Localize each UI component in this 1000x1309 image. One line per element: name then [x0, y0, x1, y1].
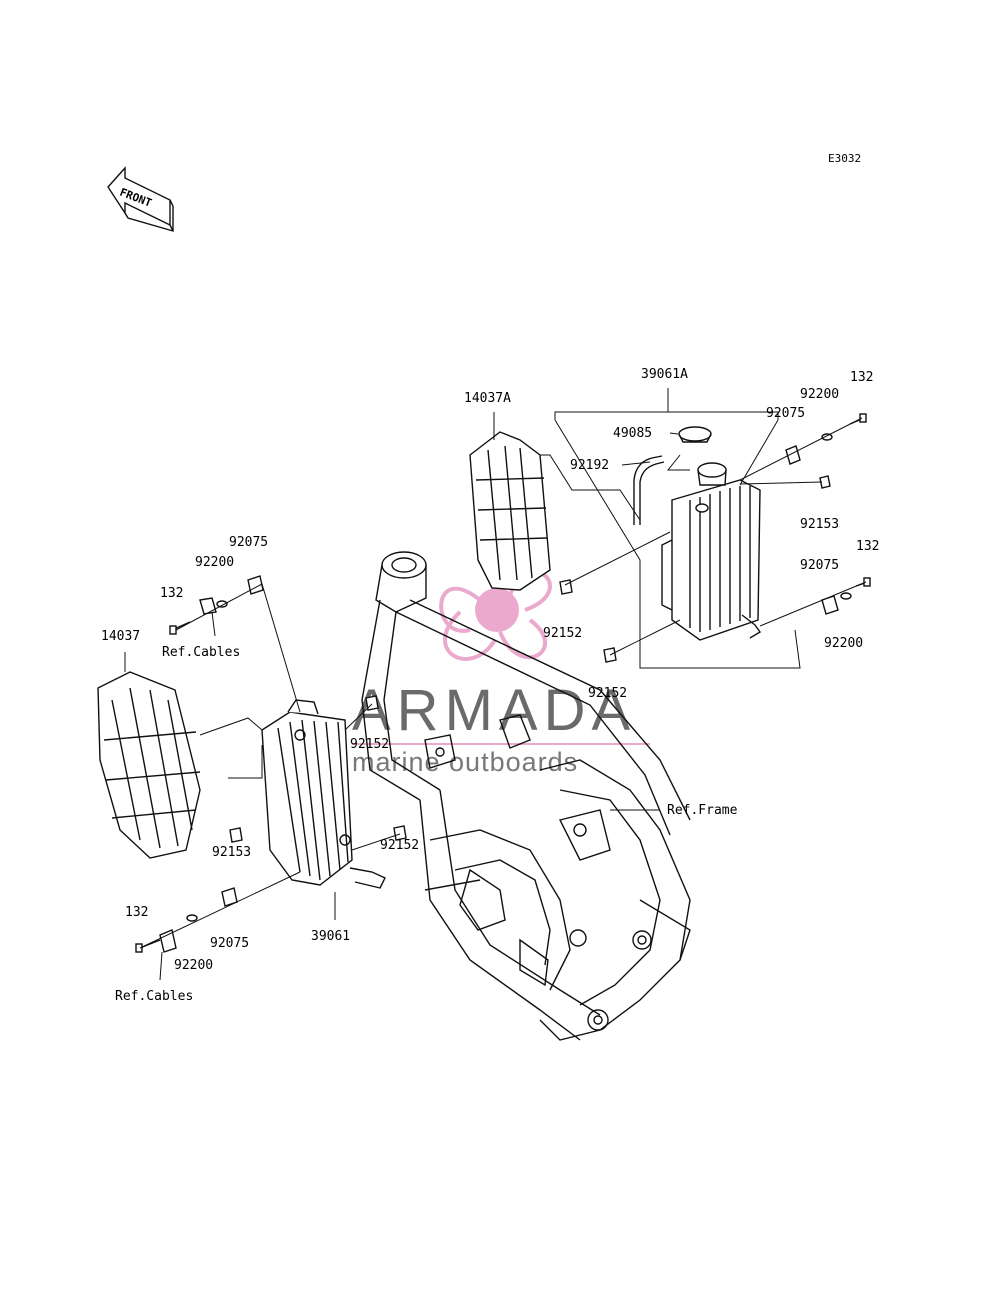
ref-frame: Ref.Frame	[667, 803, 738, 818]
label-92152-center-2: 92152	[588, 686, 627, 701]
frame	[361, 551, 691, 1041]
label-49085: 49085	[613, 426, 652, 441]
ref-cables-bottom: Ref.Cables	[115, 989, 193, 1004]
label-92075-right: 92075	[800, 558, 839, 573]
radiator-left	[261, 699, 386, 889]
radiator-guard-left	[97, 671, 201, 859]
diagram-code: E3032	[828, 152, 861, 165]
label-92152-center-1: 92152	[543, 626, 582, 641]
label-92152-left-1: 92152	[350, 737, 389, 752]
label-132-bottom-left: 132	[125, 905, 148, 920]
radiator-guard-right	[469, 431, 551, 591]
overflow-hose	[633, 455, 663, 525]
label-92200-right: 92200	[824, 636, 863, 651]
watermark-title: ARMADA	[352, 678, 636, 743]
label-132-top-right: 132	[850, 370, 873, 385]
label-92075-bottom-left: 92075	[210, 936, 249, 951]
part-labels: 39061A 14037A 49085 92192 92200 132 9207…	[101, 367, 879, 1004]
leader-lines	[124, 388, 867, 981]
label-92075-left: 92075	[229, 535, 268, 550]
label-39061: 39061	[311, 929, 350, 944]
label-132-left: 132	[160, 586, 183, 601]
label-92200-top-right: 92200	[800, 387, 839, 402]
label-92192: 92192	[570, 458, 609, 473]
label-132-right: 132	[856, 539, 879, 554]
watermark: ARMADA marine outboards	[352, 570, 650, 777]
radiator-right	[661, 462, 762, 641]
label-92200-left: 92200	[195, 555, 234, 570]
label-14037A: 14037A	[464, 391, 511, 406]
radiator-cap	[678, 426, 712, 443]
ref-cables-top: Ref.Cables	[162, 645, 240, 660]
label-92152-left-2: 92152	[380, 838, 419, 853]
label-39061A: 39061A	[641, 367, 688, 382]
label-92075-top-right: 92075	[766, 406, 805, 421]
label-14037: 14037	[101, 629, 140, 644]
label-92200-bottom-left: 92200	[174, 958, 213, 973]
label-92153-right: 92153	[800, 517, 839, 532]
watermark-subtitle: marine outboards	[352, 747, 578, 777]
front-arrow-icon: FRONT	[107, 166, 174, 232]
label-92153-left: 92153	[212, 845, 251, 860]
